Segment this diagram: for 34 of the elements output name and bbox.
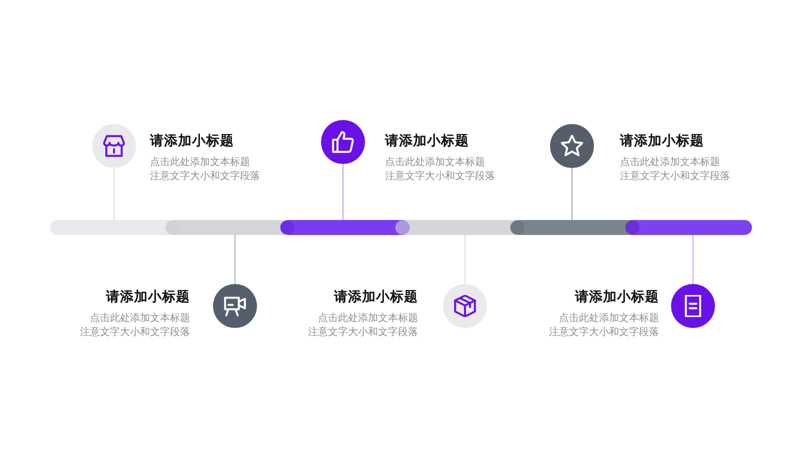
milestone-description: 注意文字大小和文字段落 [80,326,190,340]
connector-line [571,168,573,220]
icon-circle [213,284,257,328]
milestone-description: 点击此处添加文本标题 [620,156,720,170]
timeline-bar-segment [395,220,510,235]
milestone-description: 点击此处添加文本标题 [385,156,485,170]
icon-circle [92,124,136,168]
milestone-description: 注意文字大小和文字段落 [385,170,495,184]
timeline-bar-segment [280,220,395,235]
milestone-title: 请添加小标题 [620,132,704,150]
timeline-bar-segment [625,220,752,235]
connector-line [692,235,694,284]
milestone-description: 注意文字大小和文字段落 [549,326,659,340]
icon-circle [671,284,715,328]
milestone-description: 注意文字大小和文字段落 [308,326,418,340]
connector-line [342,164,344,220]
milestone-description: 注意文字大小和文字段落 [150,170,260,184]
milestone-title: 请添加小标题 [575,288,659,306]
timeline-bar-segment [165,220,280,235]
milestone-description: 点击此处添加文本标题 [150,156,250,170]
milestone-title: 请添加小标题 [150,132,234,150]
milestone-description: 点击此处添加文本标题 [90,312,190,326]
timeline-bar-segment [510,220,625,235]
icon-circle [443,284,487,328]
milestone-description: 注意文字大小和文字段落 [620,170,730,184]
milestone-title: 请添加小标题 [106,288,190,306]
milestone-title: 请添加小标题 [385,132,469,150]
milestone-description: 点击此处添加文本标题 [559,312,659,326]
icon-circle [550,124,594,168]
timeline-bar-segment [50,220,165,235]
milestone-description: 点击此处添加文本标题 [318,312,418,326]
connector-line [234,235,236,284]
milestone-title: 请添加小标题 [334,288,418,306]
icon-circle [321,120,365,164]
